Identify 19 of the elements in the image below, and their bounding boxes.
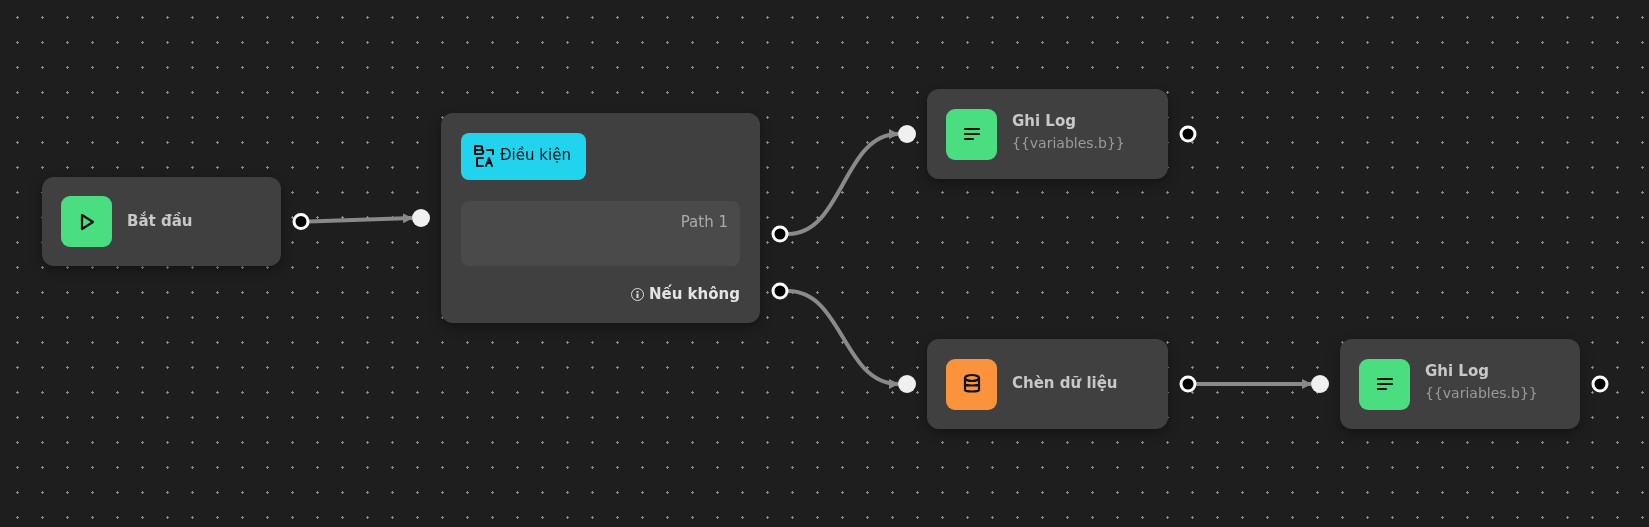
node-title: Ghi Log [1425, 362, 1489, 380]
path-label: Path 1 [680, 213, 728, 231]
variable-text: {{variables.b}} [1425, 385, 1538, 401]
step-card [42, 177, 281, 266]
variable-text: {{variables.b}} [1012, 135, 1125, 151]
connector-arrow [787, 289, 899, 388]
connector-arrow [787, 130, 899, 236]
else-label: Nếu không [649, 285, 740, 303]
connector-arrow [308, 213, 413, 224]
condition-badge [461, 133, 586, 180]
node-title: Ghi Log [1012, 112, 1076, 130]
step-card [927, 89, 1168, 179]
step-card [927, 339, 1168, 429]
node-title: Bắt đầu [127, 211, 193, 230]
connector-arrow [1196, 379, 1312, 389]
node-title: Chèn dữ liệu [1012, 374, 1118, 392]
step-card [1340, 339, 1580, 429]
condition-card [441, 113, 760, 323]
badge-label: Điều kiện [500, 146, 571, 164]
